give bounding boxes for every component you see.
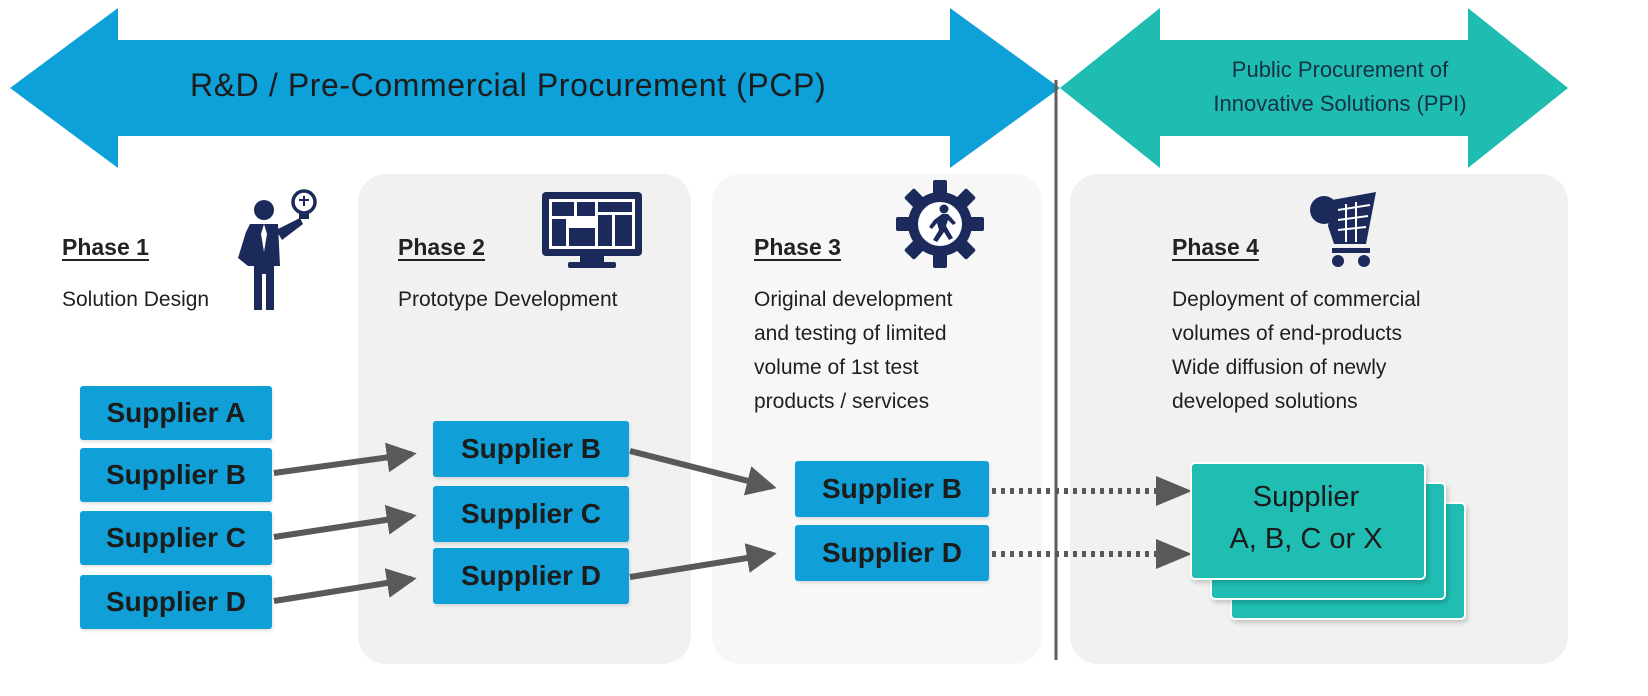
- phase-4-supplier-label: Supplier A, B, C or X: [1190, 476, 1422, 560]
- arrow-p1-c-to-p2-c: [273, 504, 417, 540]
- ppi-banner-line-1: Public Procurement of: [1231, 57, 1449, 82]
- phase-3-desc-line: products / services: [754, 390, 930, 413]
- phase-3-desc-line: volume of 1st test: [754, 356, 919, 379]
- phase-1-desc: Solution Design: [62, 283, 209, 317]
- pcp-banner-label: R&D / Pre-Commercial Procurement (PCP): [190, 67, 827, 103]
- phase-1-title: Phase 1: [62, 234, 149, 260]
- phase-4-desc-line: volumes of end-products: [1172, 322, 1402, 345]
- gear-running-person-icon: [896, 180, 984, 268]
- phase-4-desc-line: Deployment of commercial: [1172, 288, 1421, 311]
- phase-3-desc-line: Original development: [754, 288, 953, 311]
- phase-2-desc: Prototype Development: [398, 283, 617, 317]
- ppi-banner-label: Public Procurement of Innovative Solutio…: [1160, 53, 1520, 121]
- phase-4-desc-line: developed solutions: [1172, 390, 1358, 413]
- person-lightbulb-icon: [238, 189, 317, 310]
- phase-3-supplier-b: Supplier B: [795, 461, 989, 517]
- arrow-p1-b-to-p2-b: [273, 442, 417, 476]
- phase-1-supplier-a: Supplier A: [80, 386, 272, 440]
- phase-4-card-front: [1190, 462, 1426, 580]
- phase-1-supplier-d: Supplier D: [80, 575, 272, 629]
- phase-4-supplier-line-1: Supplier: [1252, 481, 1360, 513]
- phase-3-panel: [712, 174, 1042, 664]
- phase-4-title: Phase 4: [1172, 234, 1259, 260]
- phase-4-desc-line: Wide diffusion of newly: [1172, 356, 1387, 379]
- phase-3-supplier-d: Supplier D: [795, 525, 989, 581]
- dotted-arrow-head-b: [1156, 476, 1192, 506]
- phase-3-title: Phase 3: [754, 234, 841, 260]
- phase-2-desc-line: Prototype Development: [398, 288, 618, 311]
- pcp-banner-arrow: [10, 8, 1060, 168]
- phase-2-title: Phase 2: [398, 234, 485, 260]
- phase-4-supplier-line-2: A, B, C or X: [1229, 523, 1383, 555]
- monitor-dashboard-icon: [542, 192, 642, 268]
- phase-2-supplier-b: Supplier B: [433, 421, 629, 477]
- ppi-banner-line-2: Innovative Solutions (PPI): [1213, 91, 1467, 116]
- phase-4-desc: Deployment of commercial volumes of end-…: [1172, 283, 1421, 419]
- arrow-p2-b-to-p3-b: [629, 448, 777, 496]
- phase-2-supplier-d: Supplier D: [433, 548, 629, 604]
- phase-2-supplier-c: Supplier C: [433, 486, 629, 542]
- phase-1-desc-line: Solution Design: [62, 288, 210, 311]
- ppi-banner-arrow: [1060, 8, 1568, 168]
- arrow-p1-d-to-p2-d: [273, 568, 417, 604]
- dotted-arrow-head-d: [1156, 539, 1192, 569]
- phase-3-desc-line: and testing of limited: [754, 322, 947, 345]
- phase-1-supplier-c: Supplier C: [80, 511, 272, 565]
- arrow-p2-d-to-p3-d: [629, 543, 777, 580]
- shopping-cart-icon: [1310, 192, 1376, 267]
- phase-1-supplier-b: Supplier B: [80, 448, 272, 502]
- phase-3-desc: Original development and testing of limi…: [754, 283, 952, 419]
